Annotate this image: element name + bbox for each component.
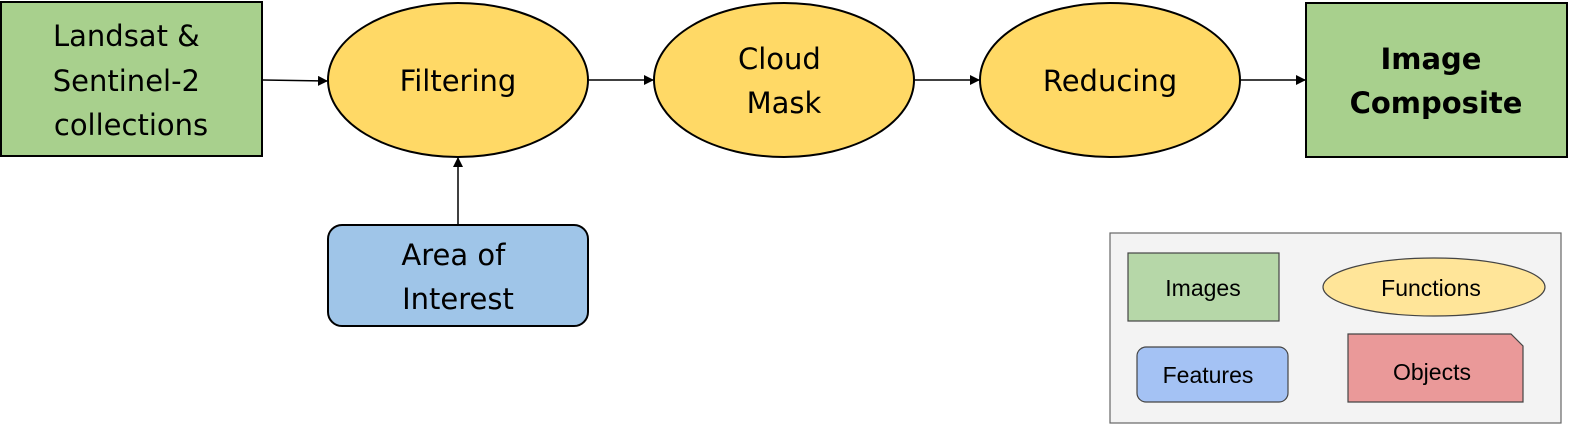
node-composite-shape	[1305, 2, 1568, 158]
legend-item-features: Features	[1136, 346, 1289, 403]
node-area-label: Area of Interest	[401, 238, 514, 316]
legend-item-functions: Functions	[1322, 257, 1546, 317]
node-area-shape	[327, 224, 589, 327]
node-composite: Image Composite	[1305, 2, 1568, 158]
legend-images-label: Images	[1165, 275, 1240, 301]
node-filtering-shape	[327, 2, 589, 158]
legend-objects-label: Objects	[1393, 359, 1471, 385]
legend-images-swatch	[1127, 252, 1280, 322]
node-area-of-interest: Area of Interest	[327, 224, 589, 327]
node-reducing-label: Reducing	[1043, 64, 1177, 98]
node-cloud-mask: Cloud Mask	[653, 2, 915, 158]
node-collections: Landsat & Sentinel-2 collections	[0, 1, 263, 157]
node-composite-label: Image Composite	[1350, 42, 1523, 120]
arrow-collections-to-filtering	[262, 75, 328, 86]
node-collections-label: Landsat & Sentinel-2 collections	[53, 19, 209, 142]
node-collections-shape	[0, 1, 263, 157]
node-filtering-label: Filtering	[400, 64, 517, 98]
node-cloud-mask-shape	[653, 2, 915, 158]
node-reducing-shape	[979, 2, 1241, 158]
legend-functions-swatch	[1322, 257, 1546, 317]
node-reducing: Reducing	[979, 2, 1241, 158]
node-filtering: Filtering	[327, 2, 589, 158]
legend-features-swatch	[1136, 346, 1289, 403]
legend: Images Functions Features Objects	[1109, 232, 1562, 424]
legend-item-objects: Objects	[1347, 333, 1524, 403]
legend-features-label: Features	[1163, 362, 1254, 388]
legend-functions-label: Functions	[1381, 275, 1481, 301]
node-cloud-mask-label: Cloud Mask	[738, 42, 830, 120]
legend-item-images: Images	[1127, 252, 1280, 322]
legend-objects-swatch	[1347, 333, 1524, 403]
